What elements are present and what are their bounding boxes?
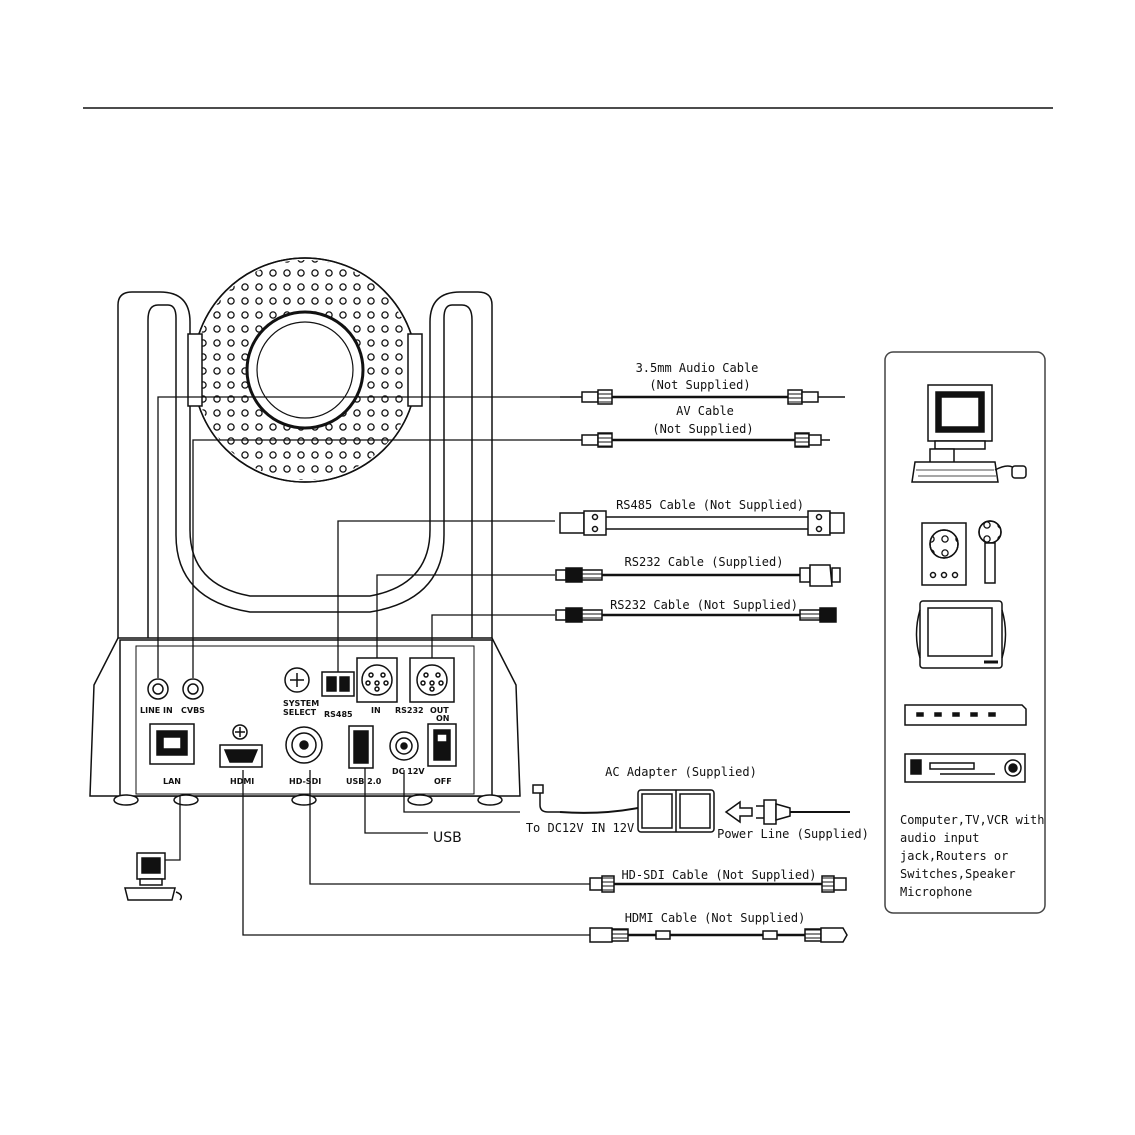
speaker-icon [921, 522, 967, 586]
port-label-cvbs: CVBS [181, 706, 205, 715]
rs232-supplied-label: RS232 Cable (Supplied) [625, 555, 784, 569]
port-label-rs485: RS485 [324, 710, 353, 719]
port-label-hdmi: HDMI [230, 777, 254, 786]
rs232-supplied-cable-icon [555, 564, 841, 587]
av-cable-icon [560, 432, 830, 448]
hdmi-cable-icon [589, 927, 848, 943]
rs485-port [321, 671, 355, 697]
port-label-select: SELECT [283, 708, 317, 717]
hdmi-port [219, 724, 263, 768]
leader-lines [157, 396, 590, 936]
rs232-cable-icon [555, 607, 837, 623]
devices-line-2: audio input [900, 831, 979, 845]
port-label-line-in: LINE IN [140, 706, 173, 715]
camera-icon [89, 257, 521, 806]
power-switch [427, 723, 457, 767]
system-select-knob [284, 667, 310, 693]
ac-adapter-icon [532, 784, 715, 833]
tv-icon [915, 600, 1007, 669]
ac-adapter-label: AC Adapter (Supplied) [605, 765, 757, 779]
port-label-on: ON [436, 714, 450, 723]
port-label-dc12v: DC 12V [392, 767, 425, 776]
audio-cable-label: 3.5mm Audio Cable [636, 361, 759, 375]
av-cable-note: (Not Supplied) [652, 422, 753, 436]
av-cable-label: AV Cable [676, 404, 734, 418]
dc-input-label: To DC12V IN 12V [526, 821, 634, 835]
hdsdi-port [285, 726, 323, 764]
devices-line-1: Computer,TV,VCR with [900, 813, 1045, 827]
port-label-lan: LAN [163, 777, 181, 786]
rs232-in-port [356, 657, 398, 703]
hdsdi-cable-icon [589, 875, 847, 893]
devices-line-4: Switches,Speaker [900, 867, 1016, 881]
audio-cable-note: (Not Supplied) [649, 378, 750, 392]
pc-icon [124, 852, 183, 901]
rs485-cable-label: RS485 Cable (Not Supplied) [616, 498, 804, 512]
port-label-rs232: RS232 [395, 706, 424, 715]
port-label-off: OFF [434, 777, 452, 786]
rs232-out-port [409, 657, 455, 703]
power-line-label: Power Line (Supplied) [717, 827, 869, 841]
port-label-usb2: USB 2.0 [346, 777, 382, 786]
computer-icon [911, 384, 1027, 483]
microphone-icon [978, 520, 1002, 584]
dc-port [389, 731, 419, 761]
cvbs-port [182, 678, 204, 700]
router-icon [904, 704, 1027, 726]
port-label-in: IN [371, 706, 381, 715]
vcr-icon [904, 753, 1026, 783]
line-in-port [147, 678, 169, 700]
hdmi-cable-label: HDMI Cable (Not Supplied) [625, 911, 806, 925]
devices-line-5: Microphone [900, 885, 972, 899]
lan-port [149, 723, 195, 765]
port-label-hdsdi: HD-SDI [289, 777, 321, 786]
port-label-out: OUT [430, 706, 449, 715]
port-label-system: SYSTEM [283, 699, 319, 708]
usb-label: USB [433, 830, 462, 846]
power-line-icon [724, 799, 850, 825]
hdsdi-cable-label: HD-SDI Cable (Not Supplied) [621, 868, 816, 882]
rs485-cable-icon [559, 510, 845, 536]
audio-cable-icon [560, 389, 845, 405]
usb-port [348, 725, 374, 769]
devices-line-3: jack,Routers or [900, 849, 1008, 863]
rs232-not-supplied-label: RS232 Cable (Not Supplied) [610, 598, 798, 612]
